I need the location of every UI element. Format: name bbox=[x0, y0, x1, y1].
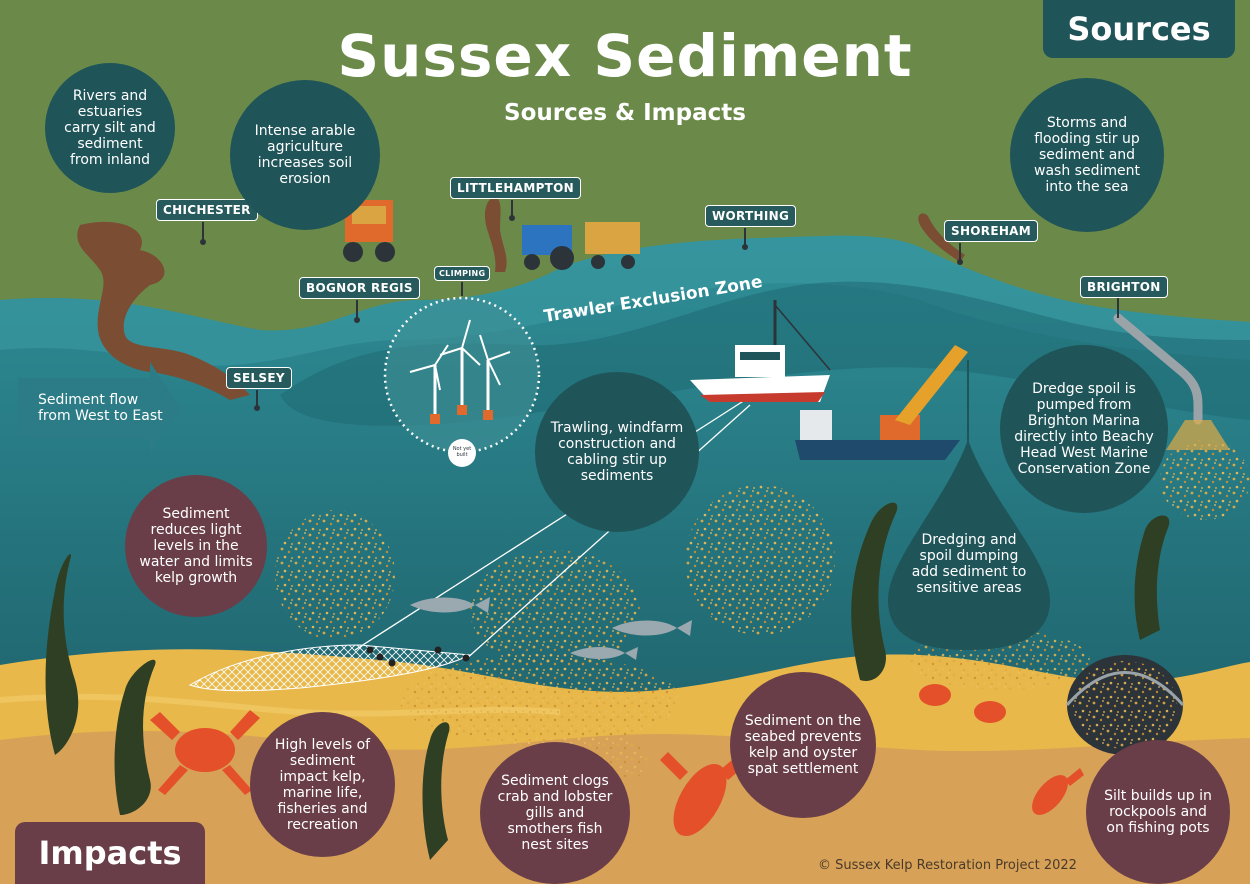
not-built-label: Not yet built bbox=[452, 446, 472, 458]
place-shoreham: SHOREHAM bbox=[944, 220, 1038, 242]
shallow-water bbox=[0, 235, 1250, 366]
sediment-cloud bbox=[1160, 440, 1250, 520]
turbine-base bbox=[430, 405, 493, 424]
copyright: © Sussex Kelp Restoration Project 2022 bbox=[818, 858, 1077, 873]
kelp bbox=[45, 502, 1170, 860]
sediment-flow-label: Sediment flow from West to East bbox=[38, 392, 163, 424]
sediment-cloud bbox=[470, 550, 640, 670]
place-bognor-regis: BOGNOR REGIS bbox=[299, 277, 420, 299]
wind-turbine-icon bbox=[409, 319, 511, 420]
place-brighton: BRIGHTON bbox=[1080, 276, 1168, 298]
trawler-boat-icon bbox=[690, 300, 831, 402]
source-bubble-rivers: Rivers and estuaries carry silt and sedi… bbox=[45, 63, 175, 193]
sources-tag: Sources bbox=[1043, 0, 1235, 58]
place-worthing: WORTHING bbox=[705, 205, 797, 227]
not-built-badge-bg bbox=[448, 439, 476, 467]
sediment-cloud bbox=[685, 485, 835, 635]
place-selsey: SELSEY bbox=[226, 367, 292, 389]
trawl-line bbox=[464, 404, 751, 661]
impact-bubble-seabed: Sediment on the seabed prevents kelp and… bbox=[730, 672, 876, 818]
sediment-cloud bbox=[275, 510, 395, 640]
page-subtitle: Sources & Impacts bbox=[504, 100, 746, 126]
crab-icon bbox=[150, 710, 260, 795]
tractor-icon bbox=[343, 200, 395, 262]
spoil-drop bbox=[888, 440, 1050, 650]
impact-bubble-high-levels: High levels of sediment impact kelp, mar… bbox=[250, 712, 395, 857]
impact-bubble-gills: Sediment clogs crab and lobster gills an… bbox=[480, 742, 630, 884]
chichester-estuary bbox=[77, 221, 251, 400]
place-chichester: CHICHESTER bbox=[156, 199, 258, 221]
dredger-ship-icon bbox=[795, 345, 968, 460]
crab-icon bbox=[919, 684, 1006, 723]
net-floats bbox=[366, 646, 470, 667]
trawl-net bbox=[188, 644, 472, 692]
lobster-icon bbox=[1032, 768, 1084, 815]
source-text-dredging: Dredging and spoil dumping add sediment … bbox=[911, 532, 1027, 596]
flow-arrow bbox=[18, 362, 180, 454]
tractor-icon bbox=[522, 222, 640, 270]
source-bubble-arable: Intense arable agriculture increases soi… bbox=[230, 80, 380, 230]
lobster-pot-icon bbox=[1065, 655, 1185, 755]
sediment-cloud bbox=[400, 655, 680, 745]
impact-bubble-light: Sediment reduces light levels in the wat… bbox=[125, 475, 267, 617]
place-littlehampton: LITTLEHAMPTON bbox=[450, 177, 581, 199]
source-bubble-trawling: Trawling, windfarm construction and cabl… bbox=[535, 372, 699, 532]
shoreham-river bbox=[918, 213, 965, 262]
pipe-outflow bbox=[1166, 420, 1230, 450]
impacts-tag: Impacts bbox=[15, 822, 205, 884]
littlehampton-river bbox=[484, 196, 507, 272]
source-bubble-dredge-spoil: Dredge spoil is pumped from Brighton Mar… bbox=[1000, 345, 1168, 513]
fish bbox=[410, 597, 692, 660]
impact-bubble-silt: Silt builds up in rockpools and on fishi… bbox=[1086, 740, 1230, 884]
brighton-pipe bbox=[1113, 313, 1203, 425]
page-title: Sussex Sediment bbox=[337, 22, 913, 90]
place-climping: CLIMPING bbox=[434, 266, 491, 281]
source-bubble-storms: Storms and flooding stir up sediment and… bbox=[1010, 78, 1164, 232]
